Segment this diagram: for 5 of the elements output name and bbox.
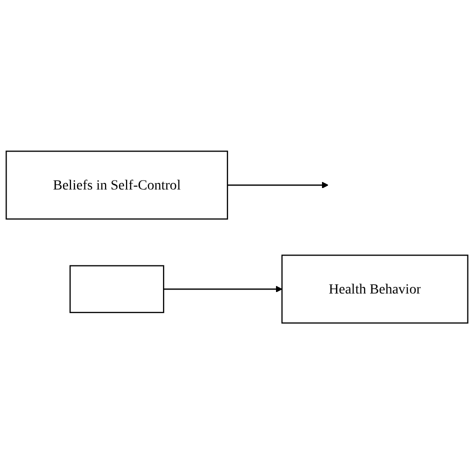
arrow (227, 182, 328, 188)
node-box: Beliefs in Self-Control (6, 150, 228, 220)
node-box: Health Behavior (281, 254, 468, 324)
node-box (70, 265, 164, 313)
arrow (164, 286, 282, 292)
